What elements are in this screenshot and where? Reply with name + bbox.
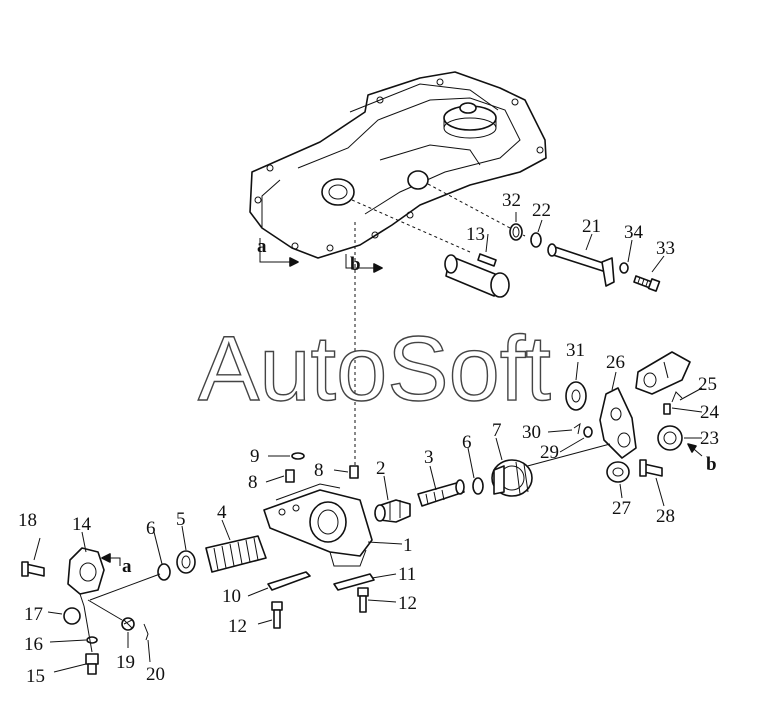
part-11-plate bbox=[333, 573, 375, 591]
callout-25: 25 bbox=[698, 374, 717, 395]
callout-10: 10 bbox=[222, 586, 241, 607]
part-25-pin bbox=[671, 391, 683, 403]
section-mark-b-right: b bbox=[687, 443, 717, 475]
assembly-line-lever bbox=[427, 183, 526, 237]
part-28-bolt bbox=[639, 459, 663, 477]
part-4-spring bbox=[205, 535, 267, 573]
assembly-line-left-lower bbox=[87, 599, 123, 621]
callout-5: 5 bbox=[176, 509, 186, 530]
part-5-washer bbox=[176, 550, 196, 574]
part-7-gear bbox=[491, 459, 533, 497]
part-1-housing-block bbox=[263, 483, 373, 567]
part-17-bushing bbox=[63, 607, 81, 625]
part-20-pin bbox=[143, 623, 149, 641]
lever-link-part bbox=[635, 351, 691, 395]
callout-labels: 1 2 3 4 5 6 6 7 8 8 9 10 11 12 12 13 14 … bbox=[18, 190, 720, 687]
callout-12-right: 12 bbox=[398, 593, 417, 614]
callout-26: 26 bbox=[606, 352, 625, 373]
part-23-clamp bbox=[657, 425, 683, 451]
callout-15: 15 bbox=[26, 666, 45, 687]
callout-24: 24 bbox=[700, 402, 720, 423]
callout-22: 22 bbox=[532, 200, 551, 221]
part-6-ring-left bbox=[157, 563, 171, 581]
part-6-ring-right bbox=[472, 477, 484, 495]
callout-19: 19 bbox=[116, 652, 135, 673]
section-mark-a-left: a bbox=[101, 553, 132, 577]
part-2-spool bbox=[374, 499, 411, 523]
callout-14: 14 bbox=[72, 514, 92, 535]
part-15-bolt bbox=[85, 653, 99, 675]
part-21-lever-shaft bbox=[547, 243, 615, 287]
callout-8-left: 8 bbox=[248, 472, 258, 493]
part-8-pin-left bbox=[285, 469, 295, 483]
part-13-pin bbox=[477, 253, 497, 267]
callout-20: 20 bbox=[146, 664, 165, 685]
part-18-bolt bbox=[21, 561, 45, 577]
callout-29: 29 bbox=[540, 442, 559, 463]
part-8-pin-right bbox=[349, 465, 359, 479]
part-16-washer bbox=[86, 636, 98, 644]
part-32-o-ring bbox=[509, 223, 523, 241]
part-30-pin bbox=[573, 422, 581, 435]
section-mark-b-top: b bbox=[345, 254, 383, 275]
callout-12-left: 12 bbox=[228, 616, 247, 637]
callout-28: 28 bbox=[656, 506, 675, 527]
watermark-text: AutoSoft bbox=[198, 318, 551, 420]
callout-21: 21 bbox=[582, 216, 601, 237]
transmission-housing bbox=[249, 71, 547, 259]
svg-text:a: a bbox=[257, 236, 267, 257]
part-31-bushing bbox=[565, 381, 587, 411]
callout-23: 23 bbox=[700, 428, 719, 449]
assembly-line-15 bbox=[83, 605, 93, 653]
callout-6-right: 6 bbox=[462, 432, 472, 453]
callout-30: 30 bbox=[522, 422, 541, 443]
part-12-bolt-left bbox=[271, 601, 283, 629]
callout-2: 2 bbox=[376, 458, 386, 479]
callout-17: 17 bbox=[24, 604, 43, 625]
shaft-part bbox=[444, 254, 510, 298]
part-27-bushing bbox=[606, 461, 630, 483]
assembly-line-7-26 bbox=[519, 443, 611, 469]
part-19-spring bbox=[121, 617, 135, 631]
callout-1: 1 bbox=[403, 535, 413, 556]
leader-lines bbox=[33, 212, 703, 673]
callout-16: 16 bbox=[24, 634, 43, 655]
callout-13: 13 bbox=[466, 224, 485, 245]
callout-18: 18 bbox=[18, 510, 37, 531]
part-9-ring bbox=[291, 452, 305, 460]
part-22-ring bbox=[530, 232, 542, 248]
svg-text:b: b bbox=[706, 454, 717, 475]
part-12-bolt-right bbox=[357, 587, 369, 613]
assembly-line-left bbox=[89, 573, 161, 601]
part-34-washer bbox=[619, 262, 629, 274]
part-33-bolt bbox=[633, 275, 661, 292]
callout-31: 31 bbox=[566, 340, 585, 361]
callout-32: 32 bbox=[502, 190, 521, 211]
callout-34: 34 bbox=[624, 222, 644, 243]
callout-33: 33 bbox=[656, 238, 675, 259]
callout-3: 3 bbox=[424, 447, 434, 468]
part-29-washer bbox=[583, 426, 593, 438]
part-24-screw bbox=[663, 403, 671, 415]
callout-27: 27 bbox=[612, 498, 631, 519]
svg-text:a: a bbox=[122, 556, 132, 577]
callout-6-left: 6 bbox=[146, 518, 156, 539]
part-3-shaft bbox=[417, 479, 465, 507]
part-14-bracket bbox=[67, 547, 105, 607]
callout-4: 4 bbox=[217, 502, 227, 523]
callout-11: 11 bbox=[398, 564, 416, 585]
part-10-plate bbox=[267, 571, 311, 591]
callout-8-right: 8 bbox=[314, 460, 324, 481]
section-mark-a-top: a bbox=[257, 236, 299, 267]
callout-9: 9 bbox=[250, 446, 260, 467]
part-26-lever bbox=[599, 387, 637, 459]
callout-7: 7 bbox=[492, 420, 502, 441]
